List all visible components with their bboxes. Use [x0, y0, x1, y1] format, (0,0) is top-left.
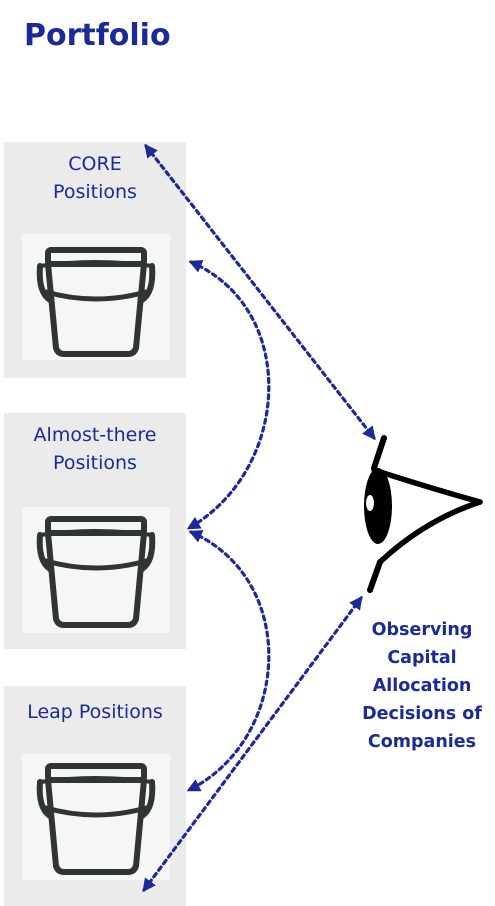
page-title: Portfolio: [24, 18, 171, 53]
almost-there-positions-label: Almost-there Positions: [33, 424, 157, 474]
almost-to-leap-arrow: [186, 530, 271, 792]
leap-bottom-arrow: [142, 595, 363, 893]
observer-caption: Observing Capital Allocation Decisions o…: [362, 620, 482, 752]
core-to-almost-arrow: [186, 260, 271, 530]
almost-there-bucket-box: [22, 507, 170, 633]
bucket-icon: [36, 516, 156, 628]
core-top-arrow: [144, 143, 376, 441]
leap-positions-label: Leap Positions: [27, 701, 163, 723]
core-positions-label: CORE Positions: [53, 153, 137, 203]
eye-icon: [364, 435, 483, 593]
